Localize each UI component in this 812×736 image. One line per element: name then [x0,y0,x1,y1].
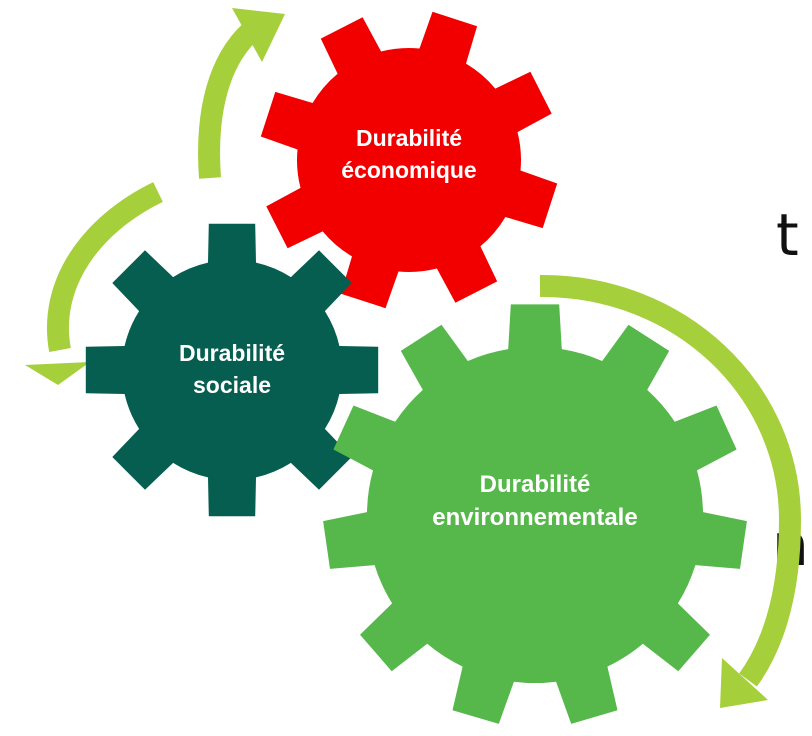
gear-sociale-label-line1: Durabilité [179,340,285,366]
cut-off-text-upper: t [776,201,799,269]
gear-environnementale-label-line2: environnementale [432,504,637,531]
gear-economique-label-line1: Durabilité [356,125,462,151]
arrow-top [198,8,285,179]
gear-economique: Durabilité économique [260,11,558,309]
gear-economique-label-line2: économique [341,157,476,183]
gear-sociale-label-line2: sociale [193,372,271,398]
arrow-left [25,182,163,385]
arrow-right [539,274,802,708]
gear-environnementale: Durabilité environnementale [323,304,747,724]
gear-sociale: Durabilité sociale [85,223,379,517]
gear-environnementale-label-line1: Durabilité [480,471,591,498]
